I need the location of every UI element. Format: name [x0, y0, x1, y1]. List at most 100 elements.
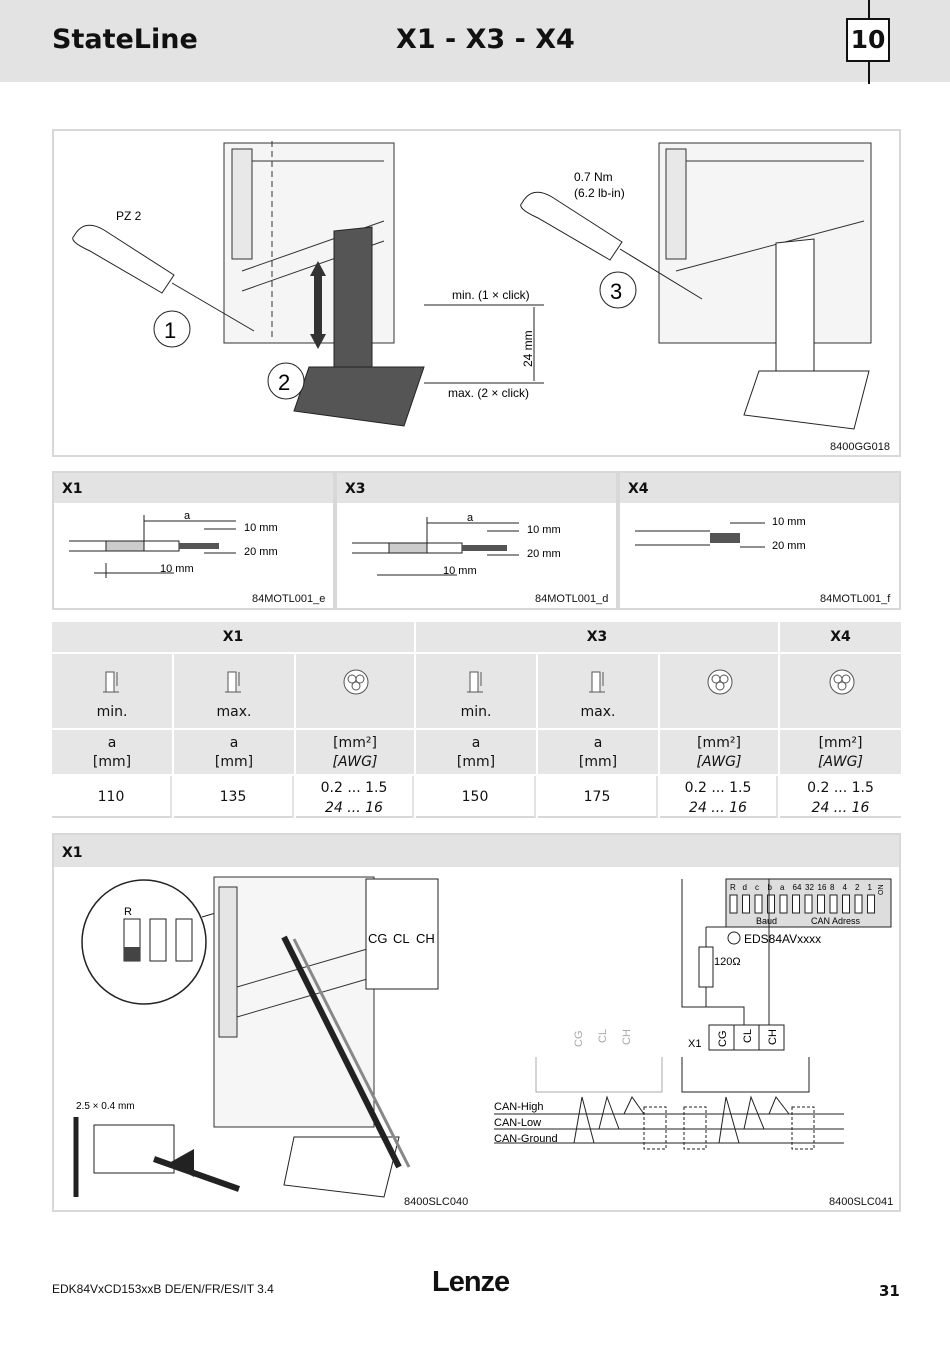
value-top: 135: [219, 789, 247, 805]
dip-switch: [767, 894, 775, 914]
section-title: X1 - X3 - X4: [396, 24, 575, 55]
dip-switch: [817, 894, 825, 914]
strip-length-icon: [585, 668, 611, 694]
svg-text:20 mm: 20 mm: [772, 540, 806, 552]
value-cell: 175: [538, 776, 658, 818]
unit-bottom: [mm]: [92, 754, 132, 770]
dip-label: b: [768, 883, 773, 892]
dip-label: a: [780, 883, 785, 892]
strip-drawing: a 10 mm 20 mm 10 mm: [352, 512, 561, 577]
value-top: 0.2 ... 1.5: [807, 780, 874, 796]
svg-text:CL: CL: [597, 1029, 609, 1043]
step-1: 1: [164, 318, 176, 343]
can-ref-left: 8400SLC040: [404, 1196, 469, 1208]
footer-doc-id: EDK84VxCD153xxB DE/EN/FR/ES/IT 3.4: [52, 1282, 274, 1296]
strip-panel-x4: X4 10 mm 20 mm 84MOTL001_f: [618, 471, 901, 610]
col-label: min.: [460, 704, 492, 720]
svg-text:10 mm: 10 mm: [772, 516, 806, 528]
dip-switch: [792, 894, 800, 914]
unit-cell: a [mm]: [538, 730, 658, 774]
panel-title: X1: [62, 481, 83, 497]
svg-text:a: a: [184, 510, 191, 522]
group-x1: X1: [52, 622, 414, 652]
panel-ref: 84MOTL001_f: [820, 593, 891, 605]
dip-label: 2: [855, 883, 860, 892]
cable-cross-section-icon: [342, 668, 369, 695]
unit-top: [mm²]: [818, 735, 863, 751]
dip-switch: [842, 894, 850, 914]
value-top: 150: [461, 789, 489, 805]
value-cell: 0.2 ... 1.5 24 ... 16: [660, 776, 778, 818]
dip-label: 4: [843, 883, 848, 892]
device-id: EDS84AVxxxx: [744, 932, 821, 946]
lenze-logo: Lenze: [432, 1266, 510, 1298]
value-cell: 150: [416, 776, 536, 818]
unit-cell: [mm²] [AWG]: [296, 730, 414, 774]
unit-top: a: [107, 735, 117, 751]
strip-length-icon: [463, 668, 489, 694]
svg-text:20 mm: 20 mm: [244, 546, 278, 558]
dip-label: c: [755, 883, 759, 892]
unit-top: a: [593, 735, 603, 751]
svg-text:CAN-Ground: CAN-Ground: [494, 1133, 558, 1145]
unit-top: [mm²]: [697, 735, 741, 751]
dip-switch: [829, 894, 838, 914]
label-cell: min.: [52, 654, 172, 728]
label-cell: [296, 654, 414, 728]
unit-bottom: [AWG]: [332, 754, 378, 770]
svg-text:CL: CL: [742, 1029, 754, 1043]
label-cell: [780, 654, 901, 728]
unit-bottom: [mm]: [214, 754, 254, 770]
svg-text:120Ω: 120Ω: [714, 956, 741, 968]
unit-cell: a [mm]: [416, 730, 536, 774]
unit-cell: [mm²] [AWG]: [660, 730, 778, 774]
dip-switch: [867, 894, 875, 914]
strip-length-icon: [221, 668, 247, 694]
mounting-figure: 1 2 PZ 2 min. (1 × click) max. (2 × clic…: [52, 129, 901, 457]
panel-title: X4: [628, 481, 649, 497]
torque-nm: 0.7 Nm: [574, 170, 613, 184]
label-cell: max.: [538, 654, 658, 728]
group-x3: X3: [416, 622, 778, 652]
value-top: 0.2 ... 1.5: [684, 780, 752, 796]
dip-switch: [779, 894, 788, 914]
page-title: StateLine: [52, 24, 198, 55]
svg-text:CAN-High: CAN-High: [494, 1101, 544, 1113]
unit-bottom: [mm]: [456, 754, 496, 770]
col-label: max.: [216, 704, 252, 720]
panel-title: X3: [345, 481, 366, 497]
dip-label: 32: [805, 883, 814, 892]
panel-ref: 84MOTL001_d: [535, 593, 609, 605]
panel-ref: 84MOTL001_e: [252, 593, 326, 605]
value-bottom: 24 ... 16: [689, 800, 747, 816]
unit-bottom: [AWG]: [696, 754, 742, 770]
dip-switch: [854, 894, 863, 914]
page-header: [0, 0, 950, 82]
unit-top: [mm²]: [333, 735, 377, 751]
unit-bottom: [mm]: [578, 754, 618, 770]
strip-panel-x1: X1 a 10 mm 20 mm 10 mm 84MOTL001_e: [52, 471, 335, 610]
value-cell: 110: [52, 776, 172, 818]
dim-24mm: 24 mm: [521, 330, 535, 367]
unit-top: a: [471, 735, 481, 751]
dip-label: 1: [868, 883, 873, 892]
dip-label: 64: [793, 883, 802, 892]
max-click-label: max. (2 × click): [448, 386, 529, 400]
svg-text:ON: ON: [878, 885, 885, 896]
strip-drawing: 10 mm 20 mm: [635, 516, 806, 552]
pz-label: PZ 2: [116, 209, 142, 223]
svg-text:CAN Adress: CAN Adress: [811, 916, 861, 926]
svg-text:10 mm: 10 mm: [443, 565, 477, 577]
svg-text:CL: CL: [393, 931, 410, 946]
value-top: 175: [583, 789, 611, 805]
strip-panel-x3: X3 a 10 mm 20 mm 10 mm 84MOTL001_d: [335, 471, 618, 610]
step-1-circle: [153, 310, 191, 348]
torque-lbin: (6.2 lb-in): [574, 186, 625, 200]
value-top: 110: [97, 789, 125, 805]
svg-text:2.5 × 0.4 mm: 2.5 × 0.4 mm: [76, 1101, 135, 1112]
